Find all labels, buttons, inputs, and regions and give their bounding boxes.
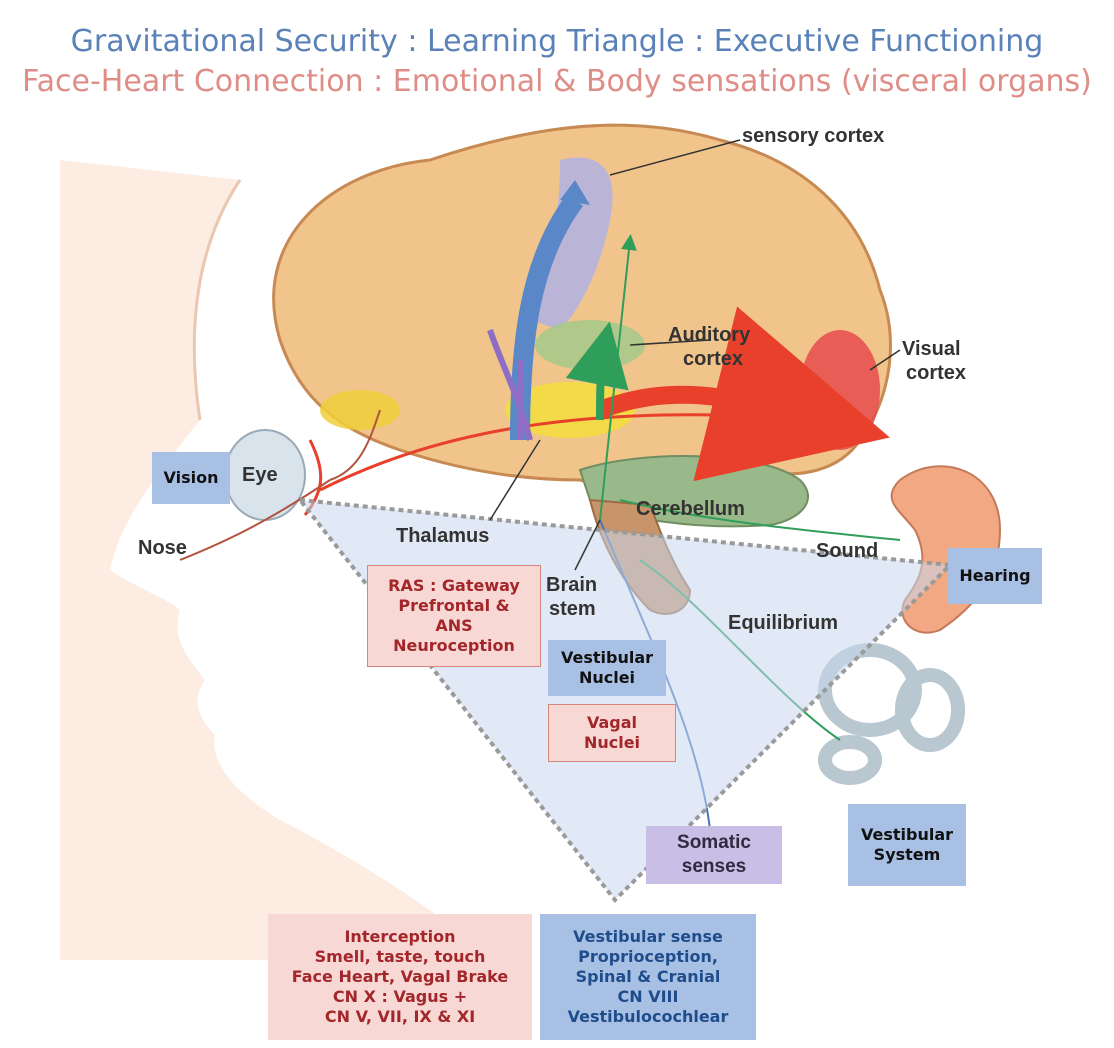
vision-box: Vision <box>152 452 230 504</box>
label-stem: stem <box>549 598 596 620</box>
label-visual-cortex: cortex <box>906 362 967 384</box>
hearing-box: Hearing <box>948 548 1042 604</box>
label-brain: Brain <box>546 574 598 596</box>
inner-ear-shape <box>818 643 965 785</box>
title-line-2: Face-Heart Connection : Emotional & Body… <box>22 64 1092 99</box>
label-auditory: Auditory <box>668 324 751 346</box>
label-sound: Sound <box>816 540 879 562</box>
visual-cortex-region <box>800 330 880 450</box>
label-nose: Nose <box>138 537 187 559</box>
label-eye: Eye <box>242 464 278 486</box>
auditory-cortex-region <box>535 320 645 370</box>
label-sensory-cortex: sensory cortex <box>742 125 885 147</box>
label-equilibrium: Equilibrium <box>728 612 838 634</box>
label-cerebellum: Cerebellum <box>636 498 745 520</box>
title-line-1: Gravitational Security : Learning Triang… <box>70 24 1044 59</box>
label-visual: Visual <box>902 338 961 360</box>
label-thalamus: Thalamus <box>396 525 490 547</box>
label-auditory-cortex: cortex <box>683 348 744 370</box>
sensory-cortex-band <box>530 157 613 330</box>
head-silhouette <box>60 160 480 960</box>
